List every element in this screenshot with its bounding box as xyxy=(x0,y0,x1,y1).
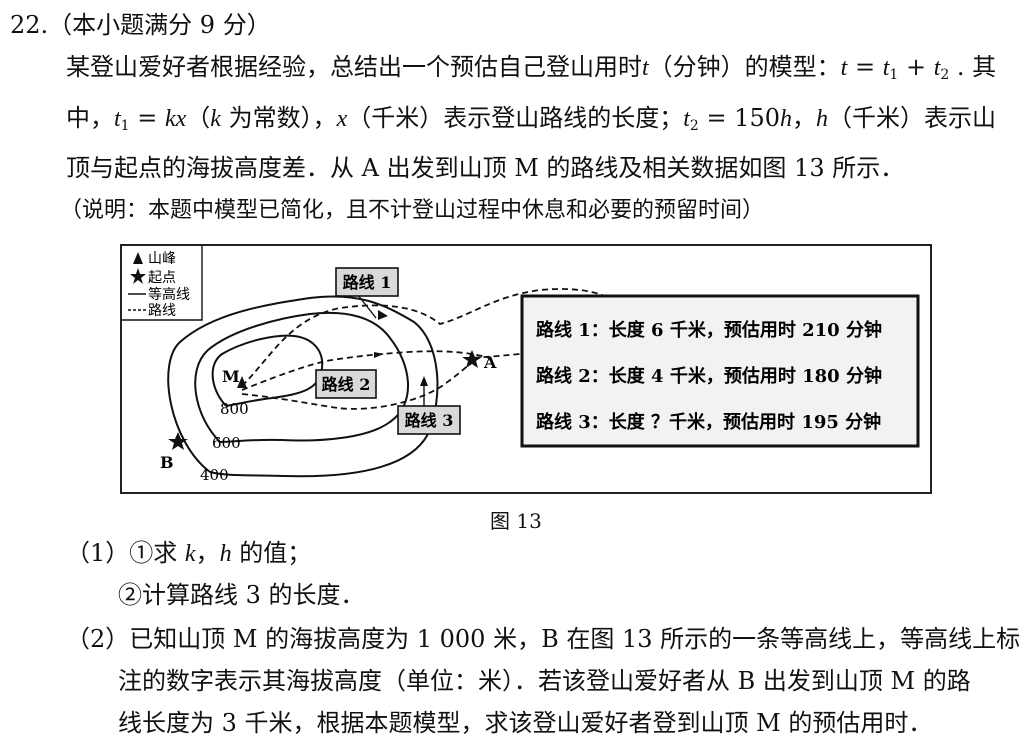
problem-header: 22.（本小题满分 9 分） xyxy=(10,10,271,40)
legend-contour: 等高线 xyxy=(148,286,190,303)
table-row-3: 路线 3：长度 ？千米，预估用时 195 分钟 xyxy=(536,411,881,433)
point-a-label: A xyxy=(483,353,497,372)
contour-600 xyxy=(194,311,409,443)
star-legend-icon xyxy=(130,268,146,284)
contour-400-label: 400 xyxy=(200,466,229,484)
route-3-pointer-arrow-icon xyxy=(420,376,428,386)
question-1a: （1）①求 k，h 的值； xyxy=(66,539,312,567)
question-2-line-1: （2）已知山顶 M 的海拔高度为 1 000 米，B 在图 13 所示的一条等高… xyxy=(66,625,1020,653)
route-3-path xyxy=(241,359,475,410)
contour-400 xyxy=(167,295,439,478)
data-table-box xyxy=(520,294,920,448)
start-a-star-icon xyxy=(462,350,482,368)
route-1-label: 路线 1 xyxy=(343,273,392,292)
contour-800-label: 800 xyxy=(220,400,249,418)
question-1b: ②计算路线 3 的长度． xyxy=(118,581,365,609)
legend-box xyxy=(122,246,203,321)
route-1-arrow-icon xyxy=(378,310,388,320)
intro-line-3: 顶与起点的海拔高度差．从 A 出发到山顶 M 的路线及相关数据如图 13 所示． xyxy=(66,154,905,182)
route-2-label-box xyxy=(315,369,377,399)
score-note: （本小题满分 9 分） xyxy=(48,11,271,39)
formula-t2: t2 = 150h xyxy=(683,104,793,134)
intro-line-2: 中，t1 = kx（k 为常数），x（千米）表示登山路线的长度；t2 = 150… xyxy=(66,104,997,134)
table-row-1: 路线 1：长度 6 千米，预估用时 210 分钟 xyxy=(536,319,882,341)
note: （说明：本题中模型已简化，且不计登山过程中休息和必要的预留时间） xyxy=(60,198,765,223)
route-3-label: 路线 3 xyxy=(405,411,454,430)
start-b-star-icon xyxy=(168,432,188,450)
question-1-label: （1） xyxy=(66,539,130,567)
legend-peak: 山峰 xyxy=(148,251,176,267)
formula-t1: t1 = kx xyxy=(114,104,187,134)
contour-800 xyxy=(211,334,324,407)
intro-line-1: 某登山爱好者根据经验，总结出一个预估自己登山用时t（分钟）的模型：t = t1 … xyxy=(66,53,997,83)
route-1-label-box xyxy=(335,267,399,297)
figure-caption: 图 13 xyxy=(490,509,542,533)
question-2-line-3: 线长度为 3 千米，根据本题模型，求该登山爱好者登到山顶 M 的预估用时． xyxy=(118,709,933,737)
route-3-label-box xyxy=(397,405,461,435)
route-2-arrow-icon xyxy=(374,352,384,358)
contour-600-label: 600 xyxy=(212,434,241,452)
problem-number: 22. xyxy=(10,11,49,39)
figure-svg: 山峰 起点 等高线 路线 路线 1 路线 2 路线 3 xyxy=(122,246,920,484)
var-t: t xyxy=(642,55,649,81)
route-2-label: 路线 2 xyxy=(322,375,371,394)
peak-m-icon xyxy=(237,376,247,388)
table-row-2: 路线 2：长度 4 千米，预估用时 180 分钟 xyxy=(536,365,882,387)
legend-start: 起点 xyxy=(148,270,176,286)
figure-13: 山峰 起点 等高线 路线 路线 1 路线 2 路线 3 xyxy=(120,244,932,494)
peak-legend-icon xyxy=(133,252,143,264)
point-m-label: M xyxy=(222,367,240,386)
formula-t: t = t1 + t2 xyxy=(840,53,950,83)
point-b-label: B xyxy=(160,453,174,472)
legend-route: 路线 xyxy=(148,303,176,319)
question-2-label: （2） xyxy=(66,625,130,653)
legend: 山峰 起点 等高线 路线 xyxy=(122,246,203,321)
route-2-path xyxy=(241,350,491,391)
question-2-line-2: 注的数字表示其海拔高度（单位：米）．若该登山爱好者从 B 出发到山顶 M 的路 xyxy=(118,667,971,695)
